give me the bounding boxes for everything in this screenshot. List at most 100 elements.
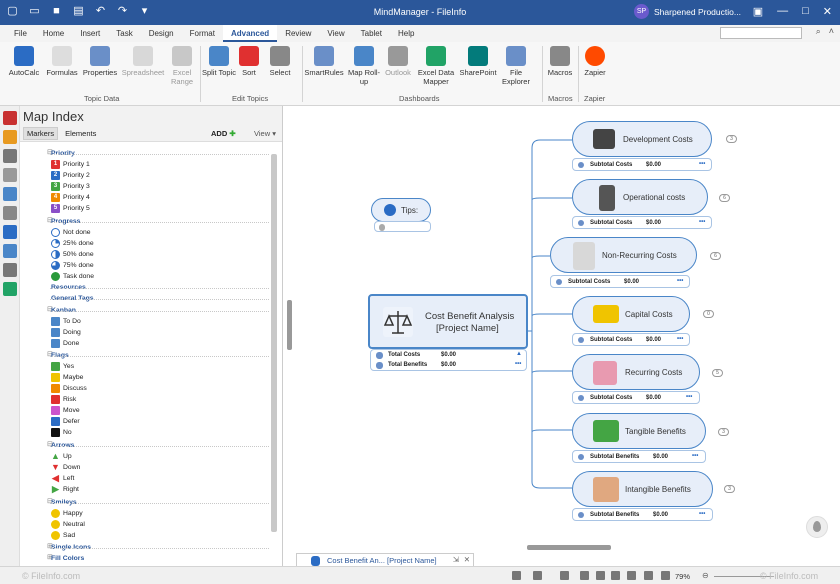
- calendar-icon[interactable]: [611, 571, 620, 580]
- list-item[interactable]: ◀Left: [52, 473, 75, 483]
- properties-button[interactable]: Properties: [80, 46, 120, 77]
- list-item[interactable]: To Do: [51, 316, 81, 327]
- category-resources[interactable]: Resources: [51, 284, 86, 291]
- tab-file[interactable]: File: [14, 29, 27, 38]
- browser-icon[interactable]: [3, 263, 17, 277]
- list-item[interactable]: ▲Up: [51, 451, 72, 461]
- smartrules-button[interactable]: SmartRules: [304, 46, 344, 77]
- collapse-icon[interactable]: ⊟: [47, 149, 53, 156]
- library-icon[interactable]: [3, 187, 17, 201]
- formulas-button[interactable]: Formulas: [42, 46, 82, 77]
- collapse-icon[interactable]: ⊟: [47, 217, 53, 224]
- topic-capital-costs[interactable]: Capital Costs: [572, 296, 690, 332]
- tab-advanced[interactable]: Advanced: [222, 25, 278, 42]
- list-item[interactable]: Risk: [51, 394, 76, 405]
- tips-topic[interactable]: Tips:: [371, 198, 431, 222]
- central-properties[interactable]: Total Costs $0.00 Total Benefits $0.00 ▲…: [370, 349, 527, 371]
- user-account[interactable]: SP Sharpened Productio...: [634, 4, 741, 19]
- subtopic-count-badge[interactable]: 0: [703, 310, 714, 318]
- document-tab[interactable]: Cost Benefit An... [Project Name] ⇲ ✕: [296, 553, 474, 567]
- category-smileys[interactable]: Smileys: [51, 499, 77, 506]
- more-icon[interactable]: •••: [699, 161, 706, 167]
- map-parts-icon[interactable]: [3, 168, 17, 182]
- list-item[interactable]: No: [51, 427, 72, 438]
- more-icon[interactable]: •••: [692, 453, 699, 459]
- excel-panel-icon[interactable]: [3, 282, 17, 296]
- central-topic[interactable]: Cost Benefit Analysis [Project Name]: [368, 294, 528, 349]
- category-kanban[interactable]: Kanban: [51, 307, 76, 314]
- list-item[interactable]: Neutral: [51, 519, 85, 530]
- collapse-icon[interactable]: ⊟: [47, 441, 53, 448]
- autocalc-button[interactable]: AutoCalc: [4, 46, 44, 77]
- excel-data-mapper-button[interactable]: Excel Data Mapper: [414, 46, 458, 86]
- add-marker-button[interactable]: ADD ✚: [211, 129, 236, 138]
- zoom-slider[interactable]: [714, 576, 774, 577]
- task-icon[interactable]: [3, 130, 17, 144]
- focus-icon[interactable]: [560, 571, 569, 580]
- tab-design[interactable]: Design: [148, 29, 174, 38]
- view-mode-icon[interactable]: [596, 571, 605, 580]
- more-icon[interactable]: •••: [677, 336, 684, 342]
- outlook-button[interactable]: Outlook: [378, 46, 418, 77]
- close-tab-icon[interactable]: ✕: [463, 555, 470, 564]
- list-item[interactable]: Discuss: [51, 383, 87, 394]
- topic-properties[interactable]: Subtotal Costs $0.00 •••: [572, 216, 712, 229]
- list-item[interactable]: Task done: [51, 271, 94, 282]
- topic-properties[interactable]: Subtotal Costs $0.00 •••: [550, 275, 690, 288]
- list-item[interactable]: 25% done: [51, 238, 94, 249]
- redo-icon[interactable]: ↷: [117, 5, 128, 17]
- more-icon[interactable]: •••: [677, 278, 684, 284]
- collapse-arrow-icon[interactable]: ▲: [516, 351, 522, 357]
- category-priority[interactable]: Priority: [51, 150, 75, 157]
- collapse-icon[interactable]: ⊟: [47, 351, 53, 358]
- minimize-icon[interactable]: —: [777, 5, 789, 17]
- undo-icon[interactable]: ↶: [95, 5, 106, 17]
- fit-map-icon[interactable]: [661, 571, 670, 580]
- filter-options-icon[interactable]: [533, 571, 542, 580]
- tab-format[interactable]: Format: [189, 29, 215, 38]
- list-item[interactable]: Happy: [51, 508, 83, 519]
- subtopic-count-badge[interactable]: 3: [724, 485, 735, 493]
- pin-icon[interactable]: ⇲: [452, 555, 459, 564]
- category-fill-colors[interactable]: Fill Colors: [51, 555, 85, 562]
- tab-markers[interactable]: Markers: [23, 127, 59, 140]
- outline-view-icon[interactable]: [627, 571, 636, 580]
- topic-properties[interactable]: Subtotal Benefits $0.00 •••: [572, 450, 706, 463]
- category-arrows[interactable]: Arrows: [51, 442, 75, 449]
- list-item[interactable]: 50% done: [51, 249, 94, 260]
- subtopic-count-badge[interactable]: 6: [710, 252, 721, 260]
- search-input[interactable]: [720, 27, 802, 39]
- list-item[interactable]: 75% done: [51, 260, 94, 271]
- tab-home[interactable]: Home: [42, 29, 65, 38]
- subtopic-count-badge[interactable]: 3: [726, 135, 737, 143]
- more-icon[interactable]: •••: [699, 219, 706, 225]
- tab-view[interactable]: View: [327, 29, 345, 38]
- tab-review[interactable]: Review: [285, 29, 312, 38]
- tab-elements[interactable]: Elements: [65, 129, 97, 138]
- split-topic-button[interactable]: Split Topic: [199, 46, 239, 77]
- subtopic-count-badge[interactable]: 5: [712, 369, 723, 377]
- list-item[interactable]: Defer: [51, 416, 80, 427]
- category-flags[interactable]: Flags: [51, 352, 69, 359]
- category-single-icons[interactable]: Single Icons: [51, 544, 92, 551]
- more-icon[interactable]: •••: [699, 511, 706, 517]
- category-progress[interactable]: Progress: [51, 218, 81, 225]
- topic-properties[interactable]: Subtotal Costs $0.00 •••: [572, 158, 712, 171]
- close-icon[interactable]: ✕: [822, 6, 832, 18]
- topic-operational-costs[interactable]: Operational costs: [572, 179, 708, 215]
- list-item[interactable]: Maybe: [51, 372, 83, 383]
- topic-intangible-benefits[interactable]: Intangible Benefits: [572, 471, 713, 507]
- customize-icon[interactable]: ▾: [141, 5, 148, 17]
- subtopic-count-badge[interactable]: 6: [719, 194, 730, 202]
- list-item[interactable]: Yes: [51, 361, 74, 372]
- resources-icon[interactable]: [3, 149, 17, 163]
- list-item[interactable]: Doing: [51, 327, 81, 338]
- collapse-icon[interactable]: ⊟: [47, 306, 53, 313]
- topic-recurring-costs[interactable]: Recurring Costs: [572, 354, 700, 390]
- print-icon[interactable]: ▤: [73, 5, 84, 17]
- list-item[interactable]: Sad: [51, 530, 75, 541]
- excel-range-button[interactable]: Excel Range: [162, 46, 202, 86]
